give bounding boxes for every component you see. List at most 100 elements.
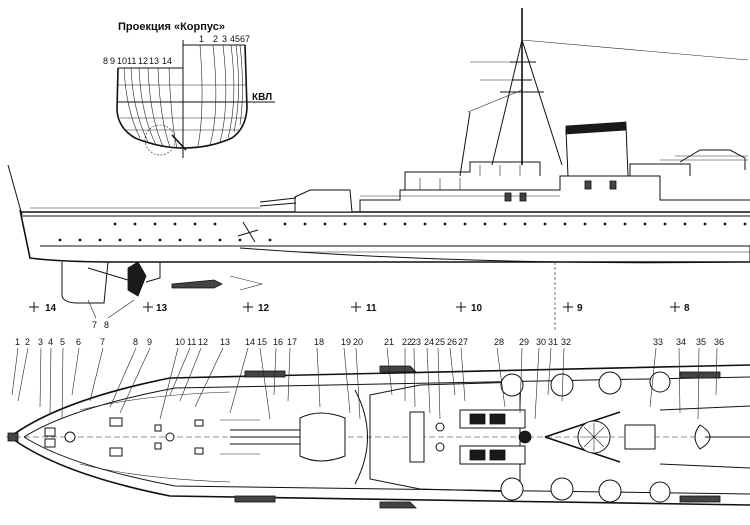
callout-leader (169, 347, 191, 396)
bilge-keel-detail (144, 124, 176, 156)
svg-text:14: 14 (162, 56, 172, 66)
plan-callout-24: 24 (424, 337, 434, 347)
callout-leader (287, 347, 291, 402)
crane-boom (459, 111, 471, 177)
plan-callout-30: 30 (536, 337, 546, 347)
callout-leader (449, 347, 456, 396)
callout-leader (386, 347, 393, 396)
plan-callout-26: 26 (447, 337, 457, 347)
plan-callout-21: 21 (384, 337, 394, 347)
callout-leader (534, 347, 540, 420)
plan-hull-upper (9, 364, 750, 438)
svg-text:5: 5 (235, 34, 240, 44)
plan-callout-36: 36 (714, 337, 724, 347)
plan-callout-32: 32 (561, 337, 571, 347)
aft-station-labels: 8 9 10 11 12 13 14 (103, 56, 172, 66)
plan-callout-11: 11 (187, 337, 196, 347)
catapult-plan (544, 411, 656, 463)
svg-text:10: 10 (117, 56, 127, 66)
callout-leader (179, 347, 202, 402)
svg-text:13: 13 (149, 56, 159, 66)
plan-callout-4: 4 (48, 337, 53, 347)
boat-starboard (244, 370, 286, 378)
callout-leader (229, 347, 249, 414)
callout-leader (109, 347, 137, 408)
plan-callout-3: 3 (38, 337, 43, 347)
plan-callout-14: 14 (245, 337, 255, 347)
plan-callout-12: 12 (198, 337, 208, 347)
svg-text:6: 6 (240, 34, 245, 44)
svg-text:13: 13 (156, 303, 168, 314)
turret-plan (299, 412, 346, 462)
boat-port (234, 495, 276, 503)
bilge-keel (171, 279, 223, 289)
jackstaff (7, 164, 23, 216)
plan-callout-19: 19 (341, 337, 351, 347)
callout-leader (11, 347, 19, 396)
hull-section-outline (116, 44, 248, 149)
propeller (127, 261, 147, 297)
callout-leader (343, 347, 351, 414)
plan-callout-34: 34 (676, 337, 686, 347)
frame-markers: 14 13 12 11 10 9 8 (29, 302, 690, 314)
plan-callout-28: 28 (494, 337, 504, 347)
callout-leader (39, 347, 42, 408)
callout-leader (519, 347, 523, 414)
callout-leader (496, 347, 506, 408)
svg-text:10: 10 (471, 303, 483, 314)
svg-text:4: 4 (230, 34, 235, 44)
anchor-icon (237, 221, 259, 243)
body-plan-title: Проекция «Корпус» (118, 21, 225, 33)
svg-text:8: 8 (103, 56, 108, 66)
callout-leader (437, 347, 441, 420)
callout-leader (17, 347, 29, 402)
plan-callout-2: 2 (25, 337, 30, 347)
svg-text:9: 9 (577, 303, 583, 314)
side-profile: 7 8 (7, 8, 750, 330)
plan-callout-10: 10 (175, 337, 185, 347)
seaplane (679, 149, 746, 170)
svg-text:12: 12 (138, 56, 148, 66)
plan-callout-8: 8 (133, 337, 138, 347)
callout-leader (194, 347, 224, 408)
plan-callout-18: 18 (314, 337, 324, 347)
plan-view (6, 364, 750, 509)
svg-text:1: 1 (199, 34, 204, 44)
aft-turret-plan (694, 424, 711, 450)
bow-fitting (7, 432, 19, 442)
plan-callout-15: 15 (257, 337, 267, 347)
plan-callout-23: 23 (411, 337, 421, 347)
portholes (58, 222, 747, 242)
svg-text:14: 14 (45, 303, 57, 314)
plan-callout-27: 27 (458, 337, 468, 347)
plan-callout-22: 22 (402, 337, 412, 347)
plan-callout-20: 20 (353, 337, 363, 347)
callout-leader (426, 347, 431, 414)
hull-profile (19, 209, 750, 263)
turret-guns (259, 197, 297, 207)
callout-leader (697, 347, 700, 420)
svg-text:9: 9 (110, 56, 115, 66)
callout-leader (413, 347, 416, 408)
foremast (470, 8, 749, 166)
callout-leader (71, 347, 80, 396)
plan-callout-6: 6 (76, 337, 81, 347)
svg-text:7: 7 (245, 34, 250, 44)
callout-leader (547, 347, 552, 396)
plan-callout-5: 5 (60, 337, 65, 347)
plan-callout-17: 17 (287, 337, 297, 347)
callout-leader (316, 347, 321, 408)
callout-leader (159, 347, 179, 420)
superstructure (359, 175, 750, 212)
callout-leader (460, 347, 466, 402)
callout-leader (49, 347, 52, 414)
callout-leader (89, 347, 104, 402)
plan-callout-25: 25 (435, 337, 445, 347)
turret-barrels-plan (230, 429, 300, 445)
svg-text:2: 2 (213, 34, 218, 44)
callout-leader (355, 347, 361, 420)
plan-callout-16: 16 (273, 337, 283, 347)
callout-leader (119, 347, 151, 414)
